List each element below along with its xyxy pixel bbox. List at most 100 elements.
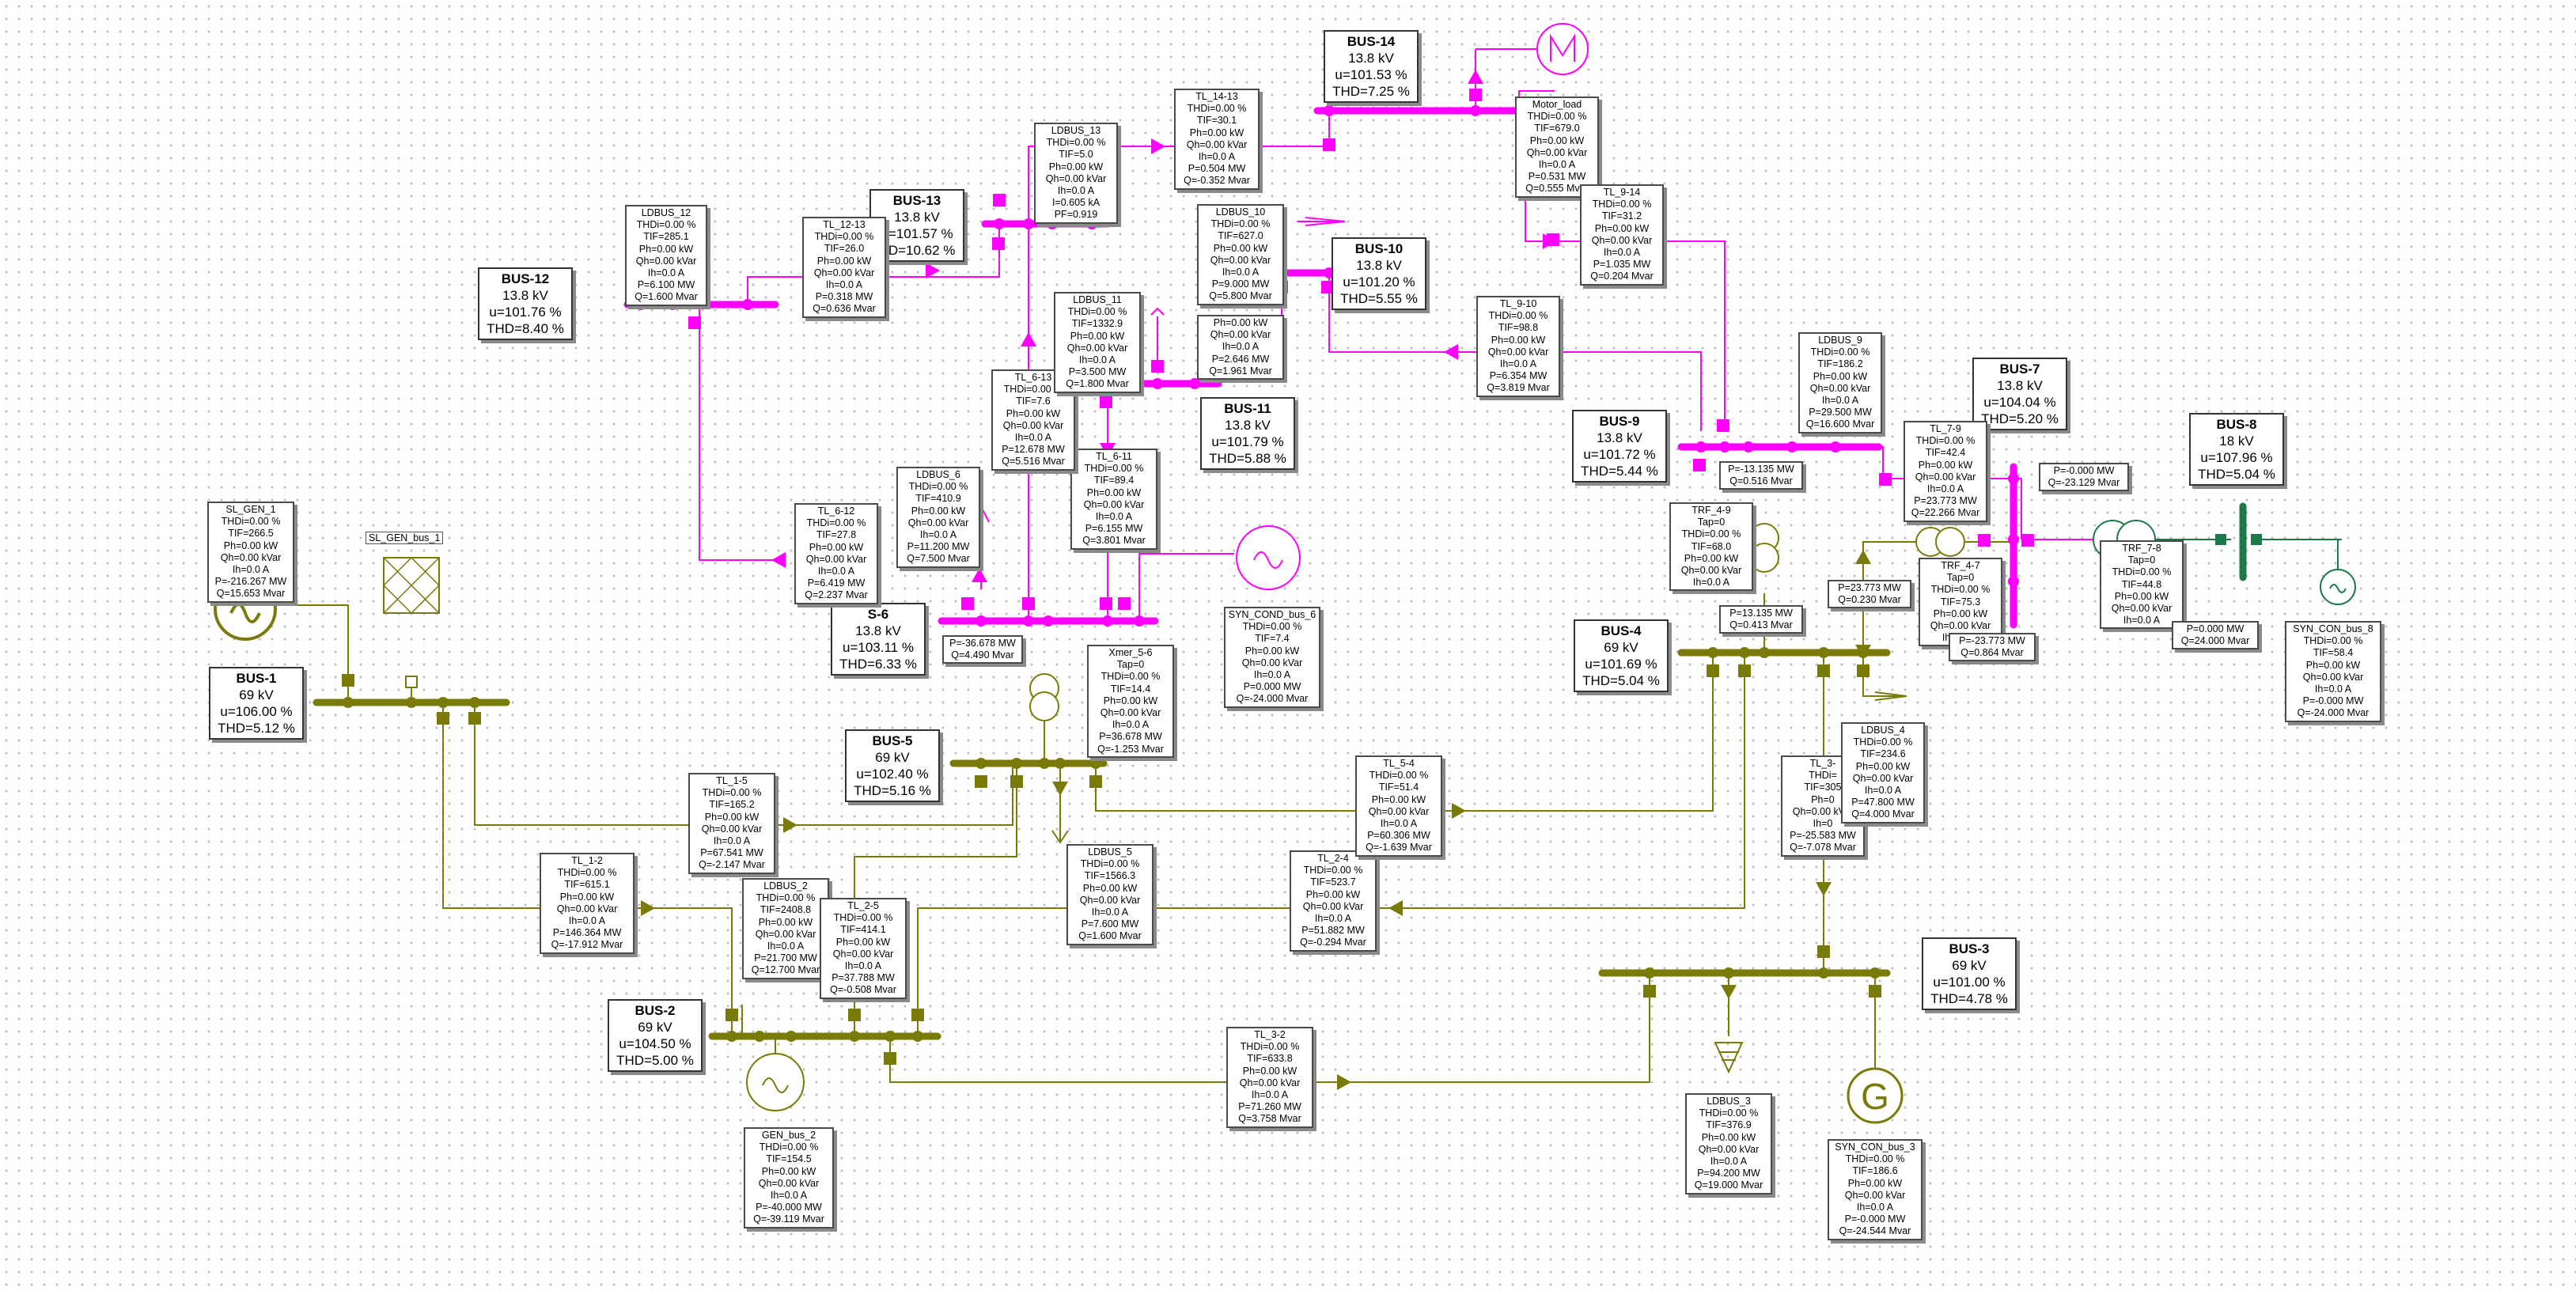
breaker [1118,597,1131,610]
flow-arrow [926,263,940,278]
flow-arrow [1444,344,1458,360]
breaker [1693,459,1706,471]
breaker [1857,664,1869,677]
flow-arrow [1855,550,1871,564]
breaker [975,775,987,788]
breaker [1022,597,1035,610]
syn-cond-bus-6-symbol [1236,525,1301,590]
flow-arrow [1721,985,1737,999]
lv-bus-nodes [635,105,2019,627]
breaker [1707,664,1719,677]
trf-4-7-symbol [1915,527,1965,557]
gen-bus-2-symbol [746,1036,805,1111]
flow-arrow [1452,803,1466,819]
breaker [1978,534,1991,547]
breaker [848,1009,861,1021]
sl-gen-bus-1-label: SL_GEN_bus_1 [366,532,444,544]
flow-arrow [783,817,797,833]
breaker [1100,597,1112,610]
flow-arrow [1855,645,1871,659]
breaker [1879,473,1892,486]
flow-arrow [972,568,987,582]
generator-letter: G [1861,1076,1889,1117]
flow-arrow [771,552,786,568]
breaker [342,674,354,687]
xmer-5-6-symbol [1029,673,1059,721]
breaker [468,712,481,725]
flow-arrow [1337,1074,1351,1090]
breaker [1323,138,1335,151]
flow-arrow [1816,882,1832,896]
syn-con-bus-8-symbol [2320,539,2356,605]
ldbus-3-load-symbol [1714,1042,1744,1074]
breaker [1869,985,1881,998]
breaker [688,316,701,329]
breaker [993,194,1006,206]
breaker [1643,985,1656,998]
syn-con-bus-3-symbol [1847,1067,1904,1124]
flow-arrow [1021,332,1036,346]
breaker [2021,534,2034,547]
breaker [1089,775,1102,788]
breaker [1817,945,1830,958]
flow-arrow [1151,138,1165,154]
breaker [437,712,449,725]
